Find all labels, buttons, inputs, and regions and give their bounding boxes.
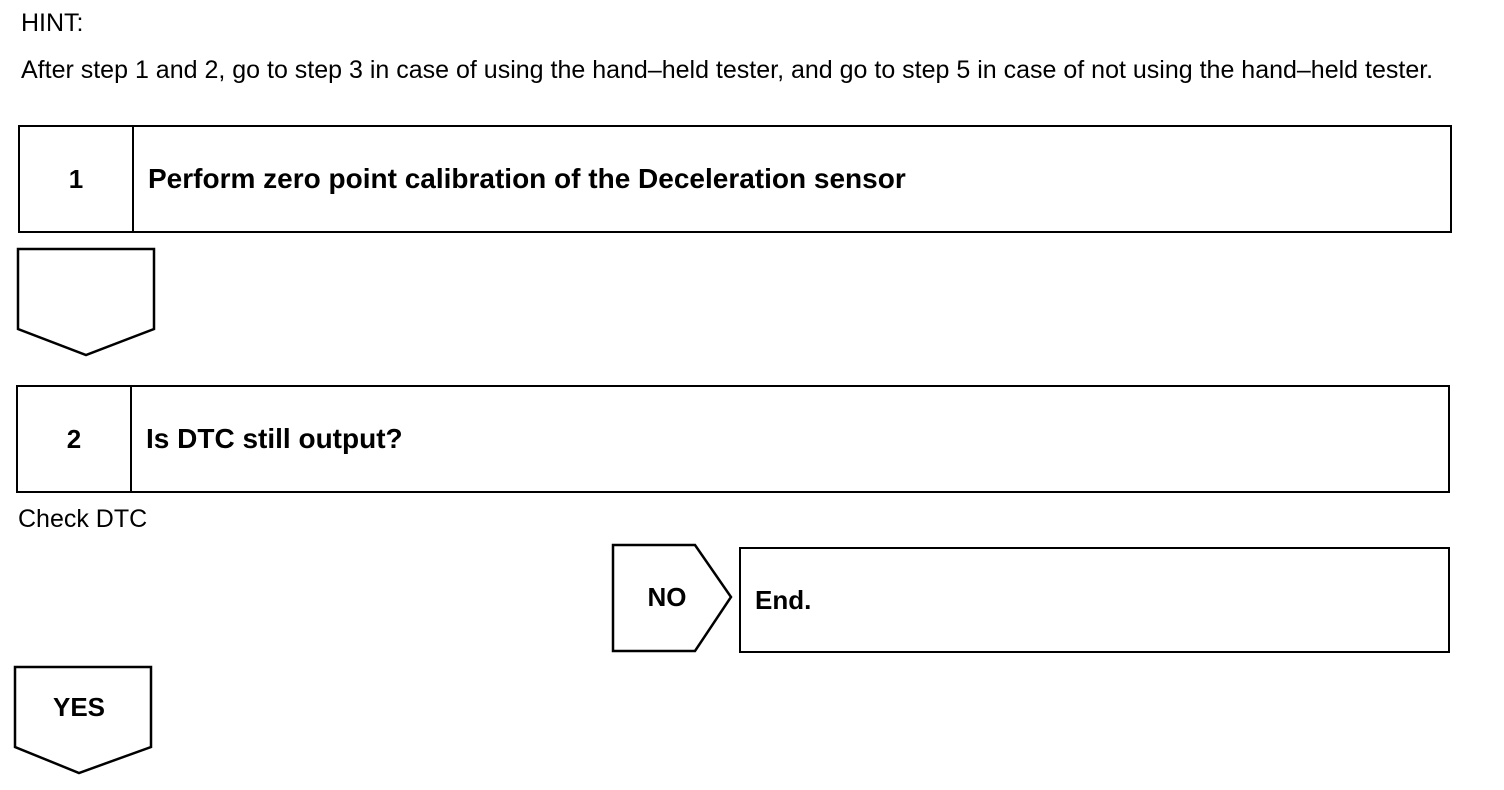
check-dtc-text: Check DTC <box>18 505 148 533</box>
yes-branch-arrow: YES <box>13 665 153 775</box>
step-2-title: Is DTC still output? <box>146 423 403 454</box>
step-2-box: 2 Is DTC still output? <box>16 385 1450 493</box>
down-arrow-connector <box>16 247 156 357</box>
step-1-box: 1 Perform zero point calibration of the … <box>18 125 1452 233</box>
step-1-number: 1 <box>20 127 134 231</box>
no-label: NO <box>648 582 687 612</box>
yes-label: YES <box>53 692 105 722</box>
end-box: End. <box>739 547 1450 653</box>
hint-label: HINT: <box>21 9 84 37</box>
step-1-title: Perform zero point calibration of the De… <box>148 163 906 194</box>
hint-text: After step 1 and 2, go to step 3 in case… <box>21 56 1434 84</box>
no-branch-arrow: NO <box>611 543 733 653</box>
step-2-number: 2 <box>18 387 132 491</box>
